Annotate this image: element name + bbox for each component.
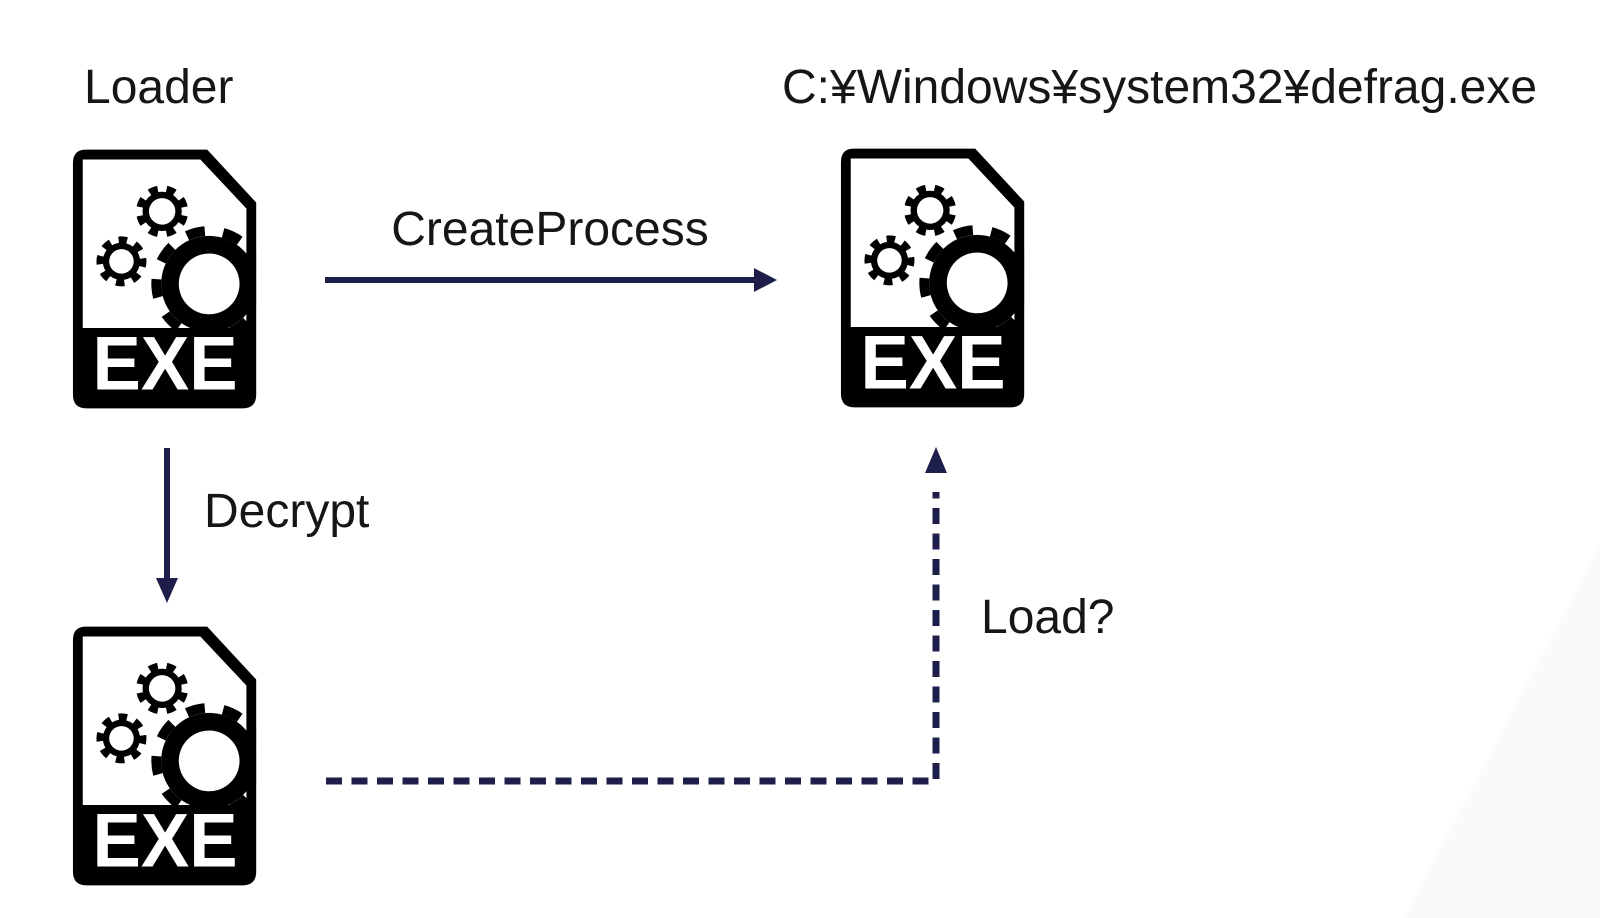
- corner-accent-shape: [1404, 545, 1600, 918]
- exe-file-icon-decrypted-payload: [70, 622, 266, 890]
- createprocess-edge-label: CreateProcess: [391, 203, 709, 256]
- exe-file-icon-defrag: [838, 144, 1034, 412]
- loader-node-label: Loader: [84, 61, 234, 114]
- decrypt-arrow: [156, 448, 178, 603]
- load-dashed-arrow: [326, 447, 947, 785]
- createprocess-arrow: [325, 268, 777, 292]
- exe-file-icon-loader: [70, 145, 266, 413]
- defrag-path-label: C:¥Windows¥system32¥defrag.exe: [782, 61, 1538, 114]
- load-edge-label: Load?: [981, 591, 1115, 644]
- decrypt-edge-label: Decrypt: [204, 485, 370, 538]
